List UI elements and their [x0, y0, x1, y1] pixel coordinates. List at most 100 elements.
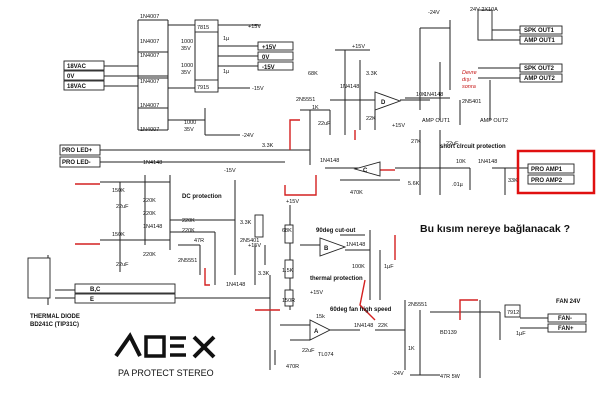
part-label: 220K — [143, 211, 156, 217]
rail-label: 0V — [262, 55, 269, 61]
part-label: 3.3K — [240, 220, 252, 226]
cap-label: 1µF — [384, 264, 394, 270]
power-input-boxes — [63, 60, 105, 91]
part-label: TL074 — [318, 352, 334, 358]
diode-label: 1N4148 — [424, 92, 443, 98]
rail-label: +15V — [248, 243, 261, 249]
cap-label: 22uF — [318, 121, 331, 127]
cap-label: 35V — [181, 46, 191, 52]
part-label: 5.6K — [408, 181, 420, 187]
pro-led-label: PRO LED+ — [62, 148, 93, 154]
opamp-label: D — [381, 100, 386, 106]
cap-label: 22uF — [116, 204, 129, 210]
rail-label: +15V — [352, 44, 365, 50]
cap-label: 1000 — [184, 120, 196, 126]
cap-label: 22uF — [446, 141, 459, 147]
part-label: 150K — [112, 232, 125, 238]
cap-label: 22uF — [302, 348, 315, 354]
opamp-label: A — [314, 329, 319, 335]
part-label: 1K — [312, 105, 319, 111]
rail-label: +15V — [248, 24, 261, 30]
part-label: 47R — [194, 238, 204, 244]
pro-amp-highlight — [516, 149, 596, 195]
pro-led-plus-box — [59, 144, 101, 156]
pro-led-label: PRO LED- — [62, 160, 91, 166]
rail-label: +15V — [286, 199, 299, 205]
part-label: 3.3K — [366, 71, 378, 77]
part-label: 33K — [508, 178, 518, 184]
rail-label: -24V — [428, 10, 440, 16]
diode-label: 1N4007 — [140, 79, 159, 85]
pro-led-boxes — [59, 144, 101, 168]
cap-label: 1µF — [516, 331, 526, 337]
apex-logo — [114, 332, 216, 359]
cap-label: 1000 — [181, 63, 193, 69]
part-label: 10K — [416, 92, 426, 98]
logo-subtitle: PA PROTECT STEREO — [118, 368, 214, 378]
part-label: 1N4148 — [346, 242, 365, 248]
output-label: SPK OUT1 — [524, 28, 555, 34]
regulator-label: 7915 — [197, 85, 209, 91]
input-label: 0V — [67, 74, 74, 80]
cap-label: 1µ — [223, 36, 230, 42]
fan-label: FAN 24V — [556, 299, 580, 305]
relay-label: 24V 2X10A — [470, 7, 498, 13]
relay-note: sonra — [462, 84, 476, 90]
part-label: 220K — [143, 252, 156, 258]
part-label: 1N4148 — [354, 323, 373, 329]
part-label: 2N5401 — [240, 238, 259, 244]
part-label: 3.3K — [258, 271, 270, 277]
diode-label: 1N4007 — [140, 127, 159, 133]
part-label: 100K — [352, 264, 365, 270]
fan-label: FAN- — [558, 316, 572, 322]
part-label: 22K — [366, 116, 376, 122]
part-label: 47R 5W — [440, 374, 461, 380]
diode-label: 1N4007 — [140, 39, 159, 45]
section-label: DC protection — [182, 194, 222, 200]
input-label: 18VAC — [67, 84, 87, 90]
schematic-labels: 1N4007 1N4007 1N4007 1N4007 1N4007 1N400… — [30, 7, 580, 380]
section-label: 60deg fan high speed — [330, 307, 392, 313]
thermal-diode-label: BD241C (TIP31C) — [30, 322, 79, 328]
opamp-label: B — [324, 246, 329, 252]
rail-label: +15V — [392, 123, 405, 129]
part-label: 1N4148 — [340, 84, 359, 90]
regulator-label: 7912 — [507, 310, 519, 316]
cap-label: 35V — [181, 70, 191, 76]
rail-label: +15V — [262, 45, 276, 51]
question-annotation: Bu kısım nereye bağlanacak ? — [420, 223, 570, 235]
diode-label: 1N4007 — [140, 103, 159, 109]
bc-label: B,C — [90, 287, 101, 293]
e-label: E — [90, 297, 94, 303]
part-label: 150R — [282, 298, 295, 304]
output-label: AMP OUT2 — [524, 76, 556, 82]
output-label: AMP OUT1 — [524, 38, 556, 44]
part-label: 1N4148 — [143, 160, 162, 166]
cap-label: .01µ — [452, 182, 464, 188]
cap-label: 1µ — [223, 69, 230, 75]
output-boxes — [74, 25, 587, 333]
part-label: 1.5K — [282, 268, 294, 274]
output-label: AMP OUT1 — [422, 118, 450, 124]
part-label: 1N4148 — [226, 282, 245, 288]
part-label: 2N5551 — [178, 258, 197, 264]
relay-note: dışı — [462, 77, 471, 83]
output-label: AMP OUT2 — [480, 118, 508, 124]
components — [27, 9, 521, 341]
part-label: 1N4148 — [143, 224, 162, 230]
part-label: 68K — [308, 71, 318, 77]
opamp-label: C — [363, 168, 368, 174]
part-label: 220K — [182, 228, 195, 234]
rail-label: -24V — [242, 133, 254, 139]
pro-led-minus-box — [59, 156, 101, 168]
input-label: 18VAC — [67, 64, 87, 70]
part-label: 1K — [408, 346, 415, 352]
regulator-label: 7815 — [197, 25, 209, 31]
rail-label: -15V — [262, 65, 275, 71]
part-label: 1N4148 — [478, 159, 497, 165]
section-label: 90deg cut-out — [316, 228, 355, 234]
section-label: thermal protection — [310, 276, 363, 282]
output-label: SPK OUT2 — [524, 66, 555, 72]
thermal-diode-label: THERMAL DIODE — [30, 314, 80, 320]
part-label: 10K — [456, 159, 466, 165]
